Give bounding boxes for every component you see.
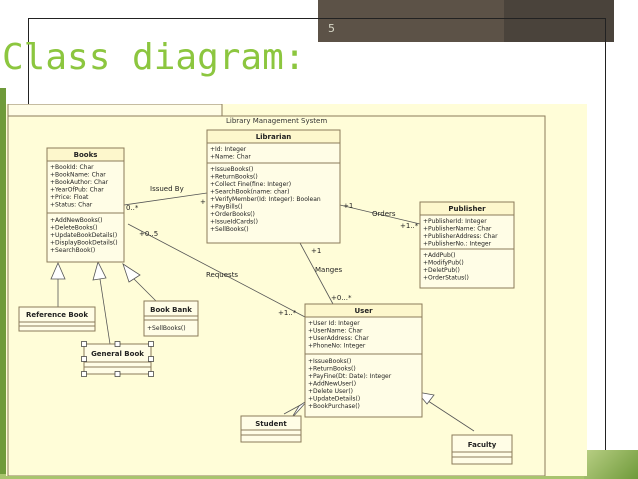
books-operation: +AddNewBooks() [50, 217, 102, 224]
issued-by-books-mult: 0..* [126, 204, 139, 212]
student-class-name: Student [255, 420, 287, 428]
librarian-operation: +PayBills() [210, 204, 243, 211]
manges-user-mult: +0...* [331, 294, 352, 302]
requests-books-mult: +0..5 [139, 230, 158, 238]
books-operation: +SearchBook() [50, 247, 95, 254]
user-operation: +ReturnBooks() [308, 366, 356, 373]
general-book-class-name: General Book [91, 350, 144, 358]
librarian-attribute: +Name: Char [210, 154, 251, 161]
corner-decoration [584, 450, 638, 479]
class-general-book[interactable]: General Book [81, 341, 154, 377]
user-attribute: +UserAddress: Char [308, 335, 369, 342]
left-accent-bar [0, 88, 6, 479]
user-operation: +AddNewUser() [308, 381, 356, 388]
orders-publisher-mult: +1..* [400, 222, 419, 230]
librarian-operation: +ReturnBooks() [210, 174, 258, 181]
bottom-decoration [0, 474, 638, 479]
publisher-attribute: +PublisherAddress: Char [423, 233, 498, 240]
class-student[interactable]: Student [240, 415, 302, 443]
books-attribute: +BookId: Char [50, 164, 94, 171]
slide-number-tab [318, 0, 504, 42]
class-diagram: Library Management System Issued By 0..*… [6, 104, 587, 476]
books-attribute: +BookAuthor: Char [50, 179, 109, 186]
librarian-operation: +VerifyMember(Id: Integer): Boolean [210, 196, 321, 203]
association-labels: Issued By 0..* +1 Orders +1 +1..* Manges… [126, 185, 419, 317]
book-bank-operation: +SellBooks() [147, 325, 186, 332]
librarian-class-name: Librarian [256, 133, 292, 141]
requests-association [127, 223, 306, 318]
librarian-attribute: +Id: Integer [210, 146, 247, 153]
publisher-attribute: +PublisherName: Char [423, 226, 492, 233]
book-bank-generalization [133, 278, 157, 302]
books-class-name: Books [74, 151, 98, 159]
librarian-operation: +SellBooks() [210, 226, 249, 233]
package-title: Library Management System [226, 117, 327, 125]
publisher-attribute: +PublisherId: Integer [423, 218, 487, 225]
requests-user-mult: +1..* [278, 309, 297, 317]
issued-by-label: Issued By [150, 185, 184, 193]
book-bank-arrowhead [122, 263, 141, 283]
publisher-operation: +ModifyPub() [423, 260, 464, 267]
user-attribute: +UserName: Char [308, 328, 363, 335]
books-operation: +UpdateBookDetails() [50, 232, 117, 239]
orders-association [339, 204, 421, 225]
orders-librarian-mult: +1 [343, 202, 353, 210]
issued-by-association [123, 192, 208, 206]
class-books[interactable]: Books +BookId: Char +BookName: Char +Boo… [46, 147, 125, 263]
books-attribute: +Status: Char [50, 202, 93, 209]
publisher-class-name: Publisher [448, 205, 486, 213]
faculty-generalization [421, 396, 475, 432]
publisher-operation: +DeletPub() [423, 267, 460, 274]
class-publisher[interactable]: Publisher +PublisherId: Integer +Publish… [419, 201, 515, 289]
slide-title: Class diagram: [2, 37, 306, 78]
requests-label: Requests [206, 271, 238, 279]
publisher-operation: +AddPub() [423, 252, 455, 259]
header-decoration [504, 0, 614, 42]
reference-book-class-name: Reference Book [26, 311, 88, 319]
user-operation: +PayFine(Dt: Date): Integer [308, 373, 392, 380]
librarian-operation: +OrderBooks() [210, 211, 255, 218]
books-attribute: +Price: Float [50, 194, 89, 201]
books-attribute: +BookName: Char [50, 172, 106, 179]
publisher-attribute: +PublisherNo.: Integer [423, 241, 492, 248]
package-library-management-system: Library Management System [7, 104, 546, 476]
orders-label: Orders [372, 210, 396, 218]
books-operation: +DeleteBooks() [50, 225, 97, 232]
manges-librarian-mult: +1 [311, 247, 321, 255]
slide-number: 5 [328, 22, 335, 35]
faculty-class-name: Faculty [468, 441, 497, 449]
librarian-operation: +Collect Fine(fine: Integer) [210, 181, 291, 188]
books-attribute: +YearOfPub: Char [50, 187, 104, 194]
associations [123, 192, 421, 318]
class-reference-book[interactable]: Reference Book [18, 306, 96, 332]
selection-handles[interactable] [81, 341, 154, 377]
publisher-operation: +OrderStatus() [423, 275, 469, 282]
user-class-name: User [354, 307, 373, 315]
user-operation: +UpdateDetails() [308, 396, 360, 403]
book-bank-class-name: Book Bank [150, 306, 192, 314]
class-book-bank[interactable]: Book Bank +SellBooks() [143, 300, 199, 337]
user-operation: +IssueBooks() [308, 358, 351, 365]
librarian-operation: +IssueIdCards() [210, 219, 258, 226]
manges-association [299, 242, 334, 305]
manges-label: Manges [315, 266, 343, 274]
class-user[interactable]: User +User Id: Integer +UserName: Char +… [304, 303, 423, 418]
user-operation: +Delete User() [308, 388, 353, 395]
class-librarian[interactable]: Librarian +Id: Integer +Name: Char +Issu… [206, 129, 341, 244]
student-arrowhead [290, 399, 309, 420]
user-attribute: +User Id: Integer [308, 320, 360, 327]
librarian-operation: +SearchBook(name: char) [210, 189, 289, 196]
user-attribute: +PhoneNo: Integer [308, 343, 366, 350]
class-faculty[interactable]: Faculty [451, 434, 513, 465]
books-operation: +DisplayBookDetails() [50, 240, 118, 247]
general-book-generalization [99, 278, 111, 345]
reference-book-arrowhead [50, 262, 66, 280]
general-book-arrowhead [92, 260, 107, 281]
librarian-operation: +IssueBooks() [210, 166, 253, 173]
user-operation: +BookPurchase() [308, 403, 360, 410]
issued-by-librarian-mult: +1 [200, 198, 210, 206]
